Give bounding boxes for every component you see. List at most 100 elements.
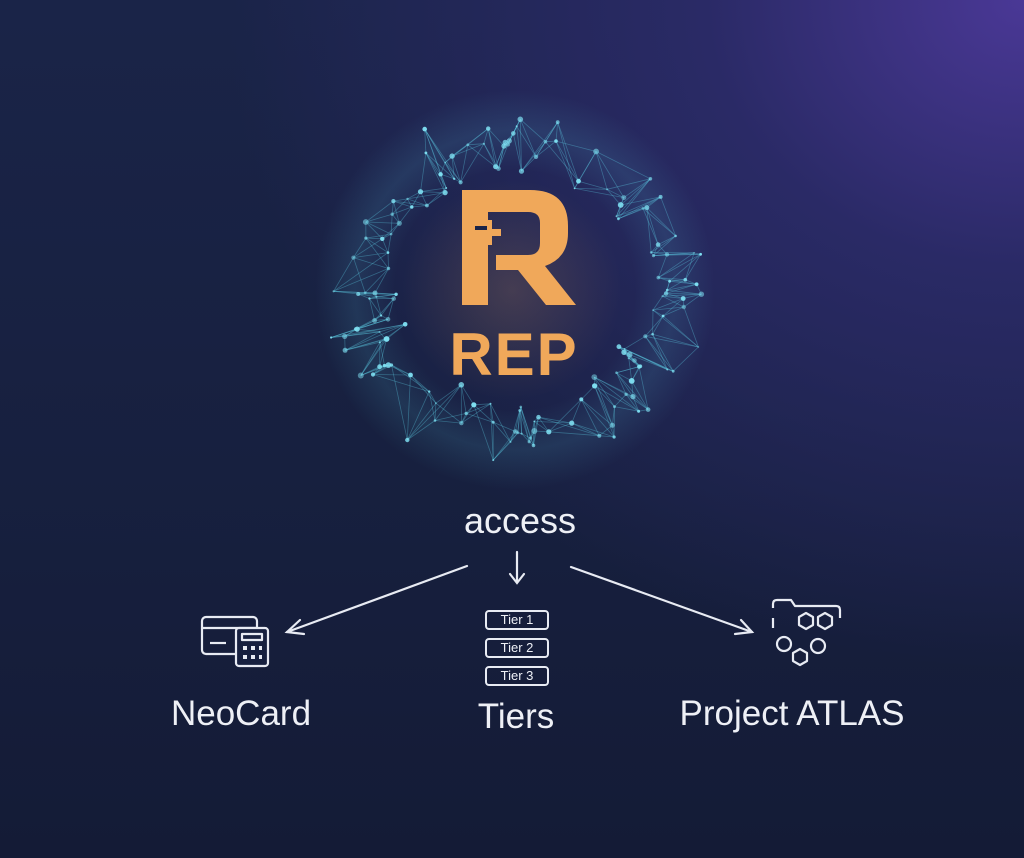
ring-link <box>658 252 695 278</box>
ring-link <box>498 144 509 169</box>
ring-link <box>406 391 430 441</box>
ring-link <box>574 188 624 198</box>
ring-link <box>516 126 537 158</box>
ring-link <box>333 257 354 292</box>
ring-link <box>520 406 530 442</box>
ring-link <box>652 309 699 348</box>
ring-node <box>628 378 635 384</box>
ring-link <box>612 406 615 426</box>
ring-link <box>379 342 385 366</box>
ring-node <box>592 383 598 389</box>
ring-link <box>658 253 701 278</box>
ring-node <box>362 219 369 225</box>
logo-wordmark: REP <box>449 321 578 388</box>
ring-link <box>353 238 383 258</box>
ring-link <box>369 298 375 321</box>
ring-node <box>386 251 390 254</box>
ring-link <box>684 252 695 280</box>
ring-link <box>410 374 430 392</box>
arrow-to-neocard <box>284 564 469 636</box>
ring-link <box>538 416 572 424</box>
ring-link <box>333 268 389 292</box>
ring-link <box>487 128 505 147</box>
ring-node <box>486 126 491 131</box>
ring-node <box>609 422 615 428</box>
ring-node <box>506 138 512 144</box>
ring-link <box>344 338 386 351</box>
ring-node <box>385 362 392 368</box>
ring-link <box>426 192 446 206</box>
ring-node <box>593 148 599 155</box>
ring-link <box>594 385 615 407</box>
ring-link <box>369 293 397 299</box>
access-label: access <box>463 500 577 541</box>
ring-link <box>451 156 455 179</box>
ring-link <box>372 374 430 392</box>
ring-node <box>449 153 455 159</box>
ring-node <box>506 142 510 147</box>
ring-link <box>594 385 615 438</box>
arrow-to-tiers <box>508 550 526 585</box>
ring-link <box>593 376 615 407</box>
ring-link <box>369 298 382 316</box>
ring-link <box>420 152 427 192</box>
ring-link <box>330 328 358 338</box>
ring-link <box>344 338 387 351</box>
ring-link <box>666 252 695 255</box>
ring-link <box>555 140 579 182</box>
ring-link <box>330 328 356 338</box>
ring-link <box>658 277 670 282</box>
ring-node <box>519 405 523 409</box>
ring-link <box>460 144 469 183</box>
ring-link <box>345 341 380 351</box>
ring-link <box>618 196 661 220</box>
ring-link <box>594 376 639 412</box>
ring-link <box>407 198 428 206</box>
ring-link <box>391 201 394 215</box>
ring-node <box>517 116 524 123</box>
ring-link <box>440 173 455 180</box>
ring-node <box>408 372 413 378</box>
ring-link <box>473 403 491 406</box>
ring-node <box>645 407 651 412</box>
ring-link <box>623 178 651 198</box>
ring-link <box>672 346 699 372</box>
ring-link <box>425 152 441 175</box>
ring-link <box>653 235 676 256</box>
ring-link <box>618 207 647 220</box>
ring-node <box>386 266 391 271</box>
ring-link <box>652 295 663 311</box>
ring-node <box>364 236 368 240</box>
ring-node <box>698 291 705 297</box>
ring-link <box>593 376 613 426</box>
ring-node <box>612 435 616 439</box>
ring-node <box>378 330 381 333</box>
ring-link <box>519 410 530 442</box>
ring-link <box>374 268 389 294</box>
ring-link <box>580 399 600 436</box>
ring-link <box>616 207 644 217</box>
ring-link <box>535 121 559 158</box>
ring-node <box>671 369 675 373</box>
ring-link <box>594 376 627 395</box>
ring-link <box>388 364 411 376</box>
ring-link <box>424 128 446 163</box>
ring-link <box>618 346 635 361</box>
ring-link <box>578 180 608 190</box>
ring-link <box>665 293 684 299</box>
ring-node <box>509 441 512 443</box>
ring-node <box>378 341 381 344</box>
ring-link <box>391 364 430 392</box>
ring-link <box>578 151 597 182</box>
ring-link <box>451 143 485 157</box>
ring-link <box>616 372 627 395</box>
ring-link <box>520 119 546 142</box>
ring-node <box>665 288 669 292</box>
project-atlas-label: Project ATLAS <box>679 694 905 733</box>
ring-link <box>365 237 389 269</box>
arrow-to-atlas <box>569 565 755 636</box>
ring-node <box>623 348 626 350</box>
ring-link <box>424 128 455 180</box>
ring-link <box>391 364 408 441</box>
ring-link <box>571 422 600 437</box>
